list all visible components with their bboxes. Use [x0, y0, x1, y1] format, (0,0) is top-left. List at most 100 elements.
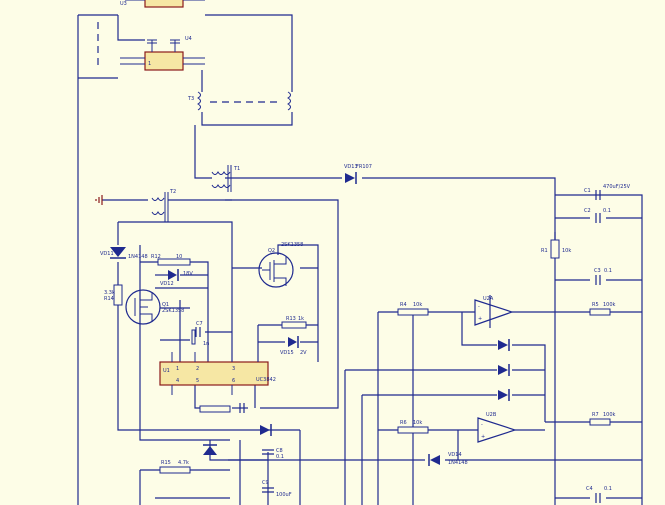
- wire-right-rail: [362, 177, 556, 505]
- ic-u1-part: UC3842: [256, 377, 276, 383]
- q2-label: Q2: [268, 248, 275, 254]
- diode-zener-low: [203, 444, 217, 455]
- resistor-r12-part: 10: [176, 254, 182, 260]
- opamp-u2a: - + U2A: [474, 296, 514, 326]
- q2-circle: [258, 252, 294, 288]
- capacitor-c3: [595, 275, 601, 285]
- capacitor-c2-label: C2: [584, 208, 591, 214]
- resistor-r4-part: 10k: [413, 302, 422, 308]
- diode-vd13-body: [345, 173, 355, 183]
- resistor-u1-low: [199, 405, 231, 413]
- opamp-u2a-label: U2A: [483, 296, 494, 302]
- diode-vd12-label: VD12: [160, 281, 174, 287]
- resistor-r13-part: 1k: [298, 316, 304, 322]
- wire-aux-winding: [168, 199, 339, 409]
- ic-u1-label: U1: [163, 368, 170, 374]
- diode-vd14-label: VD14: [448, 452, 462, 458]
- diode-vd15-label: VD15: [280, 350, 294, 356]
- ic-top-u4-pin-label: 1: [148, 61, 151, 67]
- resistor-r6-label: R6: [400, 420, 407, 426]
- capacitor-c7-part: 1n: [203, 341, 209, 347]
- resistor-q2: [281, 321, 307, 329]
- opamp-u2b-body: [477, 417, 517, 443]
- diode-op-2: [498, 364, 510, 376]
- transformer-t3: T3: [187, 91, 291, 111]
- resistor-r1: [550, 239, 560, 259]
- capacitor-c1: [595, 190, 601, 200]
- diode-ll-body: [260, 425, 270, 435]
- capacitor-c4: [595, 493, 601, 503]
- diode-vd12-body: [168, 270, 177, 280]
- wire-r12-right: [190, 261, 209, 362]
- ic-u1: U1 UC3842 1 2 3 4 5 6: [159, 352, 276, 395]
- ic-top-u4-label: U4: [185, 36, 192, 42]
- resistors: [113, 239, 611, 474]
- diode-vd15-body: [288, 337, 297, 347]
- t3-coil-left: [197, 91, 201, 111]
- ic-u1-pin1: 1: [176, 366, 179, 372]
- t2-coil: [151, 197, 165, 201]
- diode-vd13: VD13 FR107: [344, 164, 372, 184]
- ic-u1-pin5: 5: [196, 378, 199, 384]
- t2-label: T2: [169, 189, 176, 195]
- mosfet-q1: Q1 2SK1358: [125, 289, 184, 325]
- ic-top-u4-cap-plates: [147, 39, 180, 44]
- opamp-u2b-label: U2B: [486, 412, 497, 418]
- resistor-r1-label: R1: [541, 248, 548, 254]
- resistor-r13-label: R13: [286, 316, 296, 322]
- diode-vd15: VD15 2V: [280, 336, 307, 356]
- opamp-u2a-minus: -: [478, 304, 480, 310]
- opamp-u2a-plus: +: [478, 316, 482, 322]
- ground-bars: [95, 195, 103, 205]
- q1-symbol: [134, 292, 153, 322]
- diode-op-1: [498, 339, 510, 351]
- resistor-r5: [589, 308, 611, 316]
- ic-u1-pin2: 2: [196, 366, 199, 372]
- diode-op2-body: [498, 365, 508, 375]
- ic-u1-body: [159, 361, 269, 386]
- capacitor-c7: [195, 327, 201, 337]
- resistor-r5-part: 100k: [603, 302, 616, 308]
- diode-vd14-body: [430, 455, 440, 465]
- resistor-r14-part: 3.3k: [104, 290, 115, 296]
- capacitors: [195, 190, 601, 503]
- resistor-r4: [397, 308, 429, 316]
- diode-vd11-label: VD11: [100, 251, 114, 257]
- opamp-u2b: - + U2B: [477, 412, 517, 443]
- diode-zl-body: [203, 446, 217, 455]
- wire-left-low: [117, 305, 300, 431]
- opamp-u2b-plus: +: [481, 434, 485, 440]
- ic-top-u4: U4 1: [120, 36, 205, 71]
- transformer-t2: T2: [151, 189, 176, 222]
- diode-vd15-part: 2V: [300, 350, 307, 356]
- q1-circle: [125, 289, 161, 325]
- resistor-r7-part: 100k: [603, 412, 616, 418]
- diode-vd11: VD11 1N4148: [100, 247, 148, 260]
- resistor-r7-label: R7: [592, 412, 599, 418]
- diode-vd14: VD14 1N4148: [428, 452, 468, 466]
- ic-u1-pin6: 6: [232, 378, 235, 384]
- t1-core: [227, 165, 232, 192]
- wire-q2-top: [277, 244, 319, 362]
- opamp-u2a-body: [474, 299, 514, 326]
- resistor-stub: [191, 329, 196, 345]
- capacitor-c4-part: 0.1: [604, 486, 612, 492]
- diode-vd13-label: VD13: [344, 164, 358, 170]
- t1-coil: [211, 171, 231, 175]
- wire-op1-in2: [461, 312, 497, 346]
- diode-op3-body: [498, 390, 508, 400]
- diode-lower-left: [260, 424, 272, 436]
- capacitor-c2-part: 0.1: [603, 208, 611, 214]
- diode-vd14-part: 1N4148: [448, 460, 468, 466]
- q1-label: Q1: [162, 302, 169, 308]
- wire-mid-bus: [118, 221, 233, 362]
- diode-vd11-part: 1N4148: [128, 254, 148, 260]
- t1-label: T1: [233, 166, 240, 172]
- capacitor-c3-label: C3: [594, 268, 601, 274]
- capacitor-c9-label: C9: [262, 480, 269, 486]
- capacitor-c3-part: 0.1: [604, 268, 612, 274]
- wires: [77, 14, 643, 505]
- t2-coil-2: [151, 211, 165, 215]
- resistor-r15-label: R15: [161, 460, 171, 466]
